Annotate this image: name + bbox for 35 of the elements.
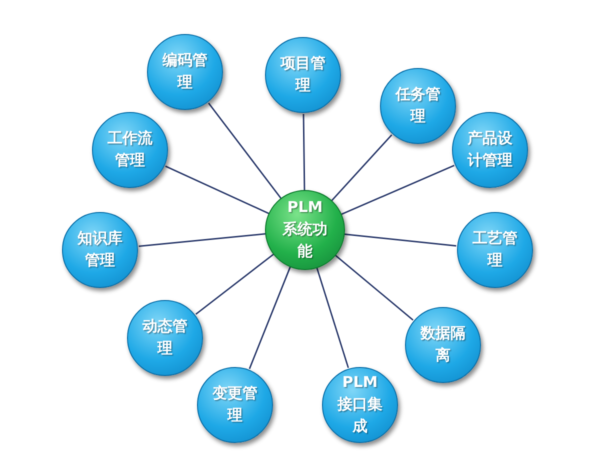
function-circle	[322, 367, 398, 443]
connector-line	[138, 233, 266, 247]
connector-line	[344, 233, 456, 247]
function-circle	[127, 300, 203, 376]
circle-label: 动态管理	[141, 316, 188, 359]
connector-line	[340, 164, 454, 216]
connector-line	[330, 134, 392, 202]
function-circle	[62, 212, 138, 288]
connector-line	[208, 102, 282, 200]
function-circle	[265, 37, 341, 113]
circle-label: 项目管理	[279, 53, 326, 96]
connector-line	[334, 254, 414, 321]
function-circle	[380, 68, 456, 144]
circle-label: 编码管理	[161, 50, 208, 93]
connector-line	[248, 266, 292, 370]
circle-label: PLM接口集成	[336, 372, 384, 437]
connector-line	[195, 253, 275, 315]
circle-label: 数据隔离	[419, 323, 466, 366]
function-circle	[452, 112, 528, 188]
function-circle	[147, 34, 223, 110]
circle-label: 工作流管理	[106, 128, 154, 171]
connector-line	[165, 166, 270, 214]
circle-label: 任务管理	[394, 84, 442, 127]
connector-line	[302, 114, 306, 192]
function-circle	[197, 367, 273, 443]
circle-label: 工艺管理	[472, 228, 518, 271]
function-circle	[405, 307, 481, 383]
function-circle	[92, 112, 168, 188]
circle-label: 知识库管理	[76, 228, 124, 271]
circle-label: PLM系统功能	[282, 197, 328, 262]
center-circle	[265, 190, 345, 270]
connector-line	[316, 266, 350, 368]
function-circle	[457, 212, 533, 288]
circle-label: 变更管理	[212, 383, 258, 426]
circle-label: 产品设计管理	[466, 128, 514, 171]
